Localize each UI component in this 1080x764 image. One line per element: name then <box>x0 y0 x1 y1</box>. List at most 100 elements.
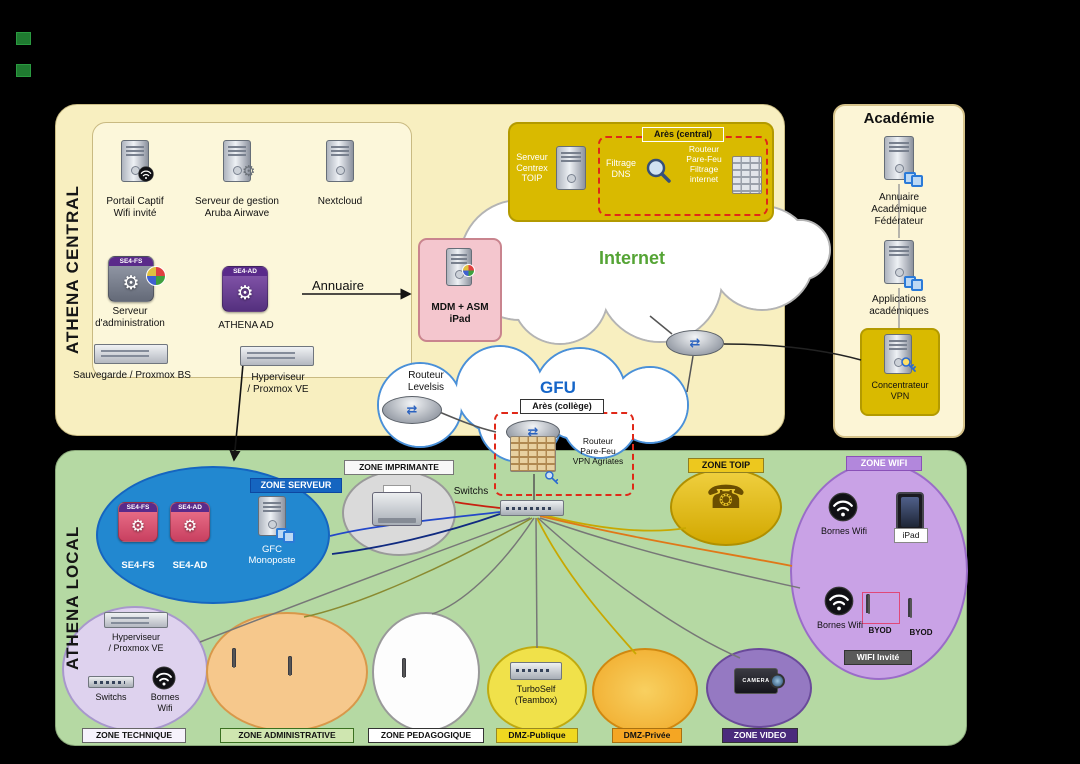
link-icon <box>904 172 923 187</box>
filtrage-dns-label: Filtrage DNS <box>605 158 636 179</box>
firewall-icon-college <box>510 436 556 472</box>
gears-icon: ⚙ <box>242 163 256 180</box>
zone-wifi-label: ZONE WIFI <box>846 456 922 472</box>
se4ad-badge-label: SE4-AD <box>223 267 267 276</box>
internet-label: Internet <box>598 248 665 268</box>
zone-toip-label: ZONE TOIP <box>688 458 764 474</box>
academie-title: Académie <box>863 110 935 127</box>
ipad-icon <box>896 492 924 532</box>
zone-technique-label: ZONE TECHNIQUE <box>82 728 186 743</box>
gear-icon: ⚙ <box>122 273 140 294</box>
router-arrows: ⇄ <box>689 335 701 350</box>
pie-chart-icon <box>146 266 166 286</box>
gear-icon: ⚙ <box>130 517 146 535</box>
athena-local-title: ATHENA LOCAL <box>63 525 82 671</box>
rack-icon-technique <box>104 612 168 628</box>
ares-central-title: Arès (central) <box>642 127 724 143</box>
phone-icon: ☎ <box>706 478 746 516</box>
camera-lens <box>770 673 785 689</box>
turboself-label: TurboSelf (Teambox) <box>514 684 558 705</box>
laptop-icon-byod2 <box>908 598 934 622</box>
se4ad-badge: SE4-AD ⚙ <box>222 266 268 312</box>
key-icon <box>545 471 559 485</box>
dmz-publique-label: DMZ-Publique <box>496 728 578 743</box>
byod-2-label: BYOD <box>909 628 933 637</box>
admin-server-label: Serveur d'administration <box>95 306 165 329</box>
zone-pedagogique-label: ZONE PEDAGOGIQUE <box>368 728 484 743</box>
se4fs-local-badge-label: SE4-FS <box>119 503 157 512</box>
link-icon <box>904 276 923 291</box>
printer-icon <box>372 485 422 526</box>
magnifier-icon <box>646 158 671 183</box>
bornes-wifi-1-label: Bornes Wifi <box>820 526 867 536</box>
laptop-icon-admin2 <box>288 656 330 692</box>
gfu-label: GFU <box>540 378 576 397</box>
laptop-icon-admin1 <box>232 648 274 684</box>
firewall-icon <box>732 156 762 194</box>
hyperviseur-local-label: Hyperviseur / Proxmox VE <box>108 632 164 653</box>
wifi-icon-bornes1 <box>828 492 858 522</box>
mdm-label: MDM + ASM iPad <box>431 302 489 325</box>
bornes-wifi-3-label: Bornes Wifi <box>150 692 180 713</box>
dmz-publique-ellipse <box>487 646 587 732</box>
laptop-icon-pedago <box>402 658 444 694</box>
nextcloud-label: Nextcloud <box>317 196 363 207</box>
zone-imprimante-label: ZONE IMPRIMANTE <box>344 460 454 475</box>
zone-serveur-label: ZONE SERVEUR <box>250 478 342 494</box>
switch-icon-technique <box>88 676 134 688</box>
routeur-vpn-label: Routeur Pare-Feu VPN Agriates <box>572 436 624 467</box>
router-icon-academie: ⇄ <box>666 330 724 356</box>
se4fs-local-badge: SE4-FS ⚙ <box>118 502 158 542</box>
annuaire-academique-label: Annuaire Académique Fédérateur <box>871 192 927 227</box>
laptop-icon-byod1 <box>866 594 894 620</box>
zone-video-label: ZONE VIDEO <box>722 728 798 743</box>
se4ad-local-badge-label: SE4-AD <box>171 503 209 512</box>
se4fs-badge-label: SE4-FS <box>109 257 153 266</box>
server-icon-nextcloud <box>326 140 354 182</box>
sauvegarde-rack-icon <box>94 344 168 364</box>
byod-frame <box>862 592 900 624</box>
routeur-levelsis-label: Routeur Levelsis <box>407 370 445 393</box>
server-icon-aruba <box>223 140 251 182</box>
wifi-icon-technique <box>152 666 176 690</box>
hyperviseur-rack-icon <box>240 346 314 366</box>
switchs-label: Switchs <box>453 486 489 497</box>
se4ad-label: SE4-AD <box>172 560 208 571</box>
zone-administrative-label: ZONE ADMINISTRATIVE <box>220 728 354 743</box>
dmz-privee-label: DMZ-Privée <box>612 728 682 743</box>
router-arrows: ⇄ <box>406 402 418 417</box>
slide-bullet <box>16 64 31 77</box>
gear-icon: ⚙ <box>236 283 254 304</box>
key-icon <box>901 357 916 372</box>
aruba-label: Serveur de gestion Aruba Airwave <box>195 196 279 219</box>
link-icon <box>276 528 295 543</box>
sauvegarde-label: Sauvegarde / Proxmox BS <box>73 370 191 381</box>
turboself-device-icon <box>510 662 562 680</box>
portail-label: Portail Captif Wifi invité <box>106 196 164 219</box>
annuaire-label: Annuaire <box>311 278 365 293</box>
zone-wifi-ellipse <box>790 462 968 680</box>
server-icon-applications <box>884 240 914 284</box>
routeur-parefeu-label: Routeur Pare-Feu Filtrage internet <box>686 144 722 185</box>
server-icon-centrex <box>556 146 586 190</box>
switchs-local-label: Switchs <box>95 692 127 702</box>
apple-logo-icon <box>462 264 475 277</box>
athena-ad-label: ATHENA AD <box>218 320 274 331</box>
ipad-label: iPad <box>894 528 928 543</box>
dmz-privee-ellipse <box>592 648 698 734</box>
slide-bullet <box>16 32 31 45</box>
gear-icon: ⚙ <box>182 517 198 535</box>
se4ad-local-badge: SE4-AD ⚙ <box>170 502 210 542</box>
wifi-icon <box>138 166 154 182</box>
byod-1-label: BYOD <box>868 626 892 635</box>
switch-icon-core <box>500 500 564 516</box>
zone-administrative-ellipse <box>206 612 368 732</box>
gfc-label: GFC Monoposte <box>248 544 296 567</box>
hyperviseur-central-label: Hyperviseur / Proxmox VE <box>247 372 309 395</box>
bornes-wifi-2-label: Bornes Wifi <box>816 620 863 630</box>
athena-central-title: ATHENA CENTRAL <box>63 185 82 355</box>
wifi-invite-label: WIFI Invité <box>844 650 912 665</box>
camera-tag: CAMERA <box>742 678 770 684</box>
concentrateur-label: Concentrateur VPN <box>871 380 929 401</box>
